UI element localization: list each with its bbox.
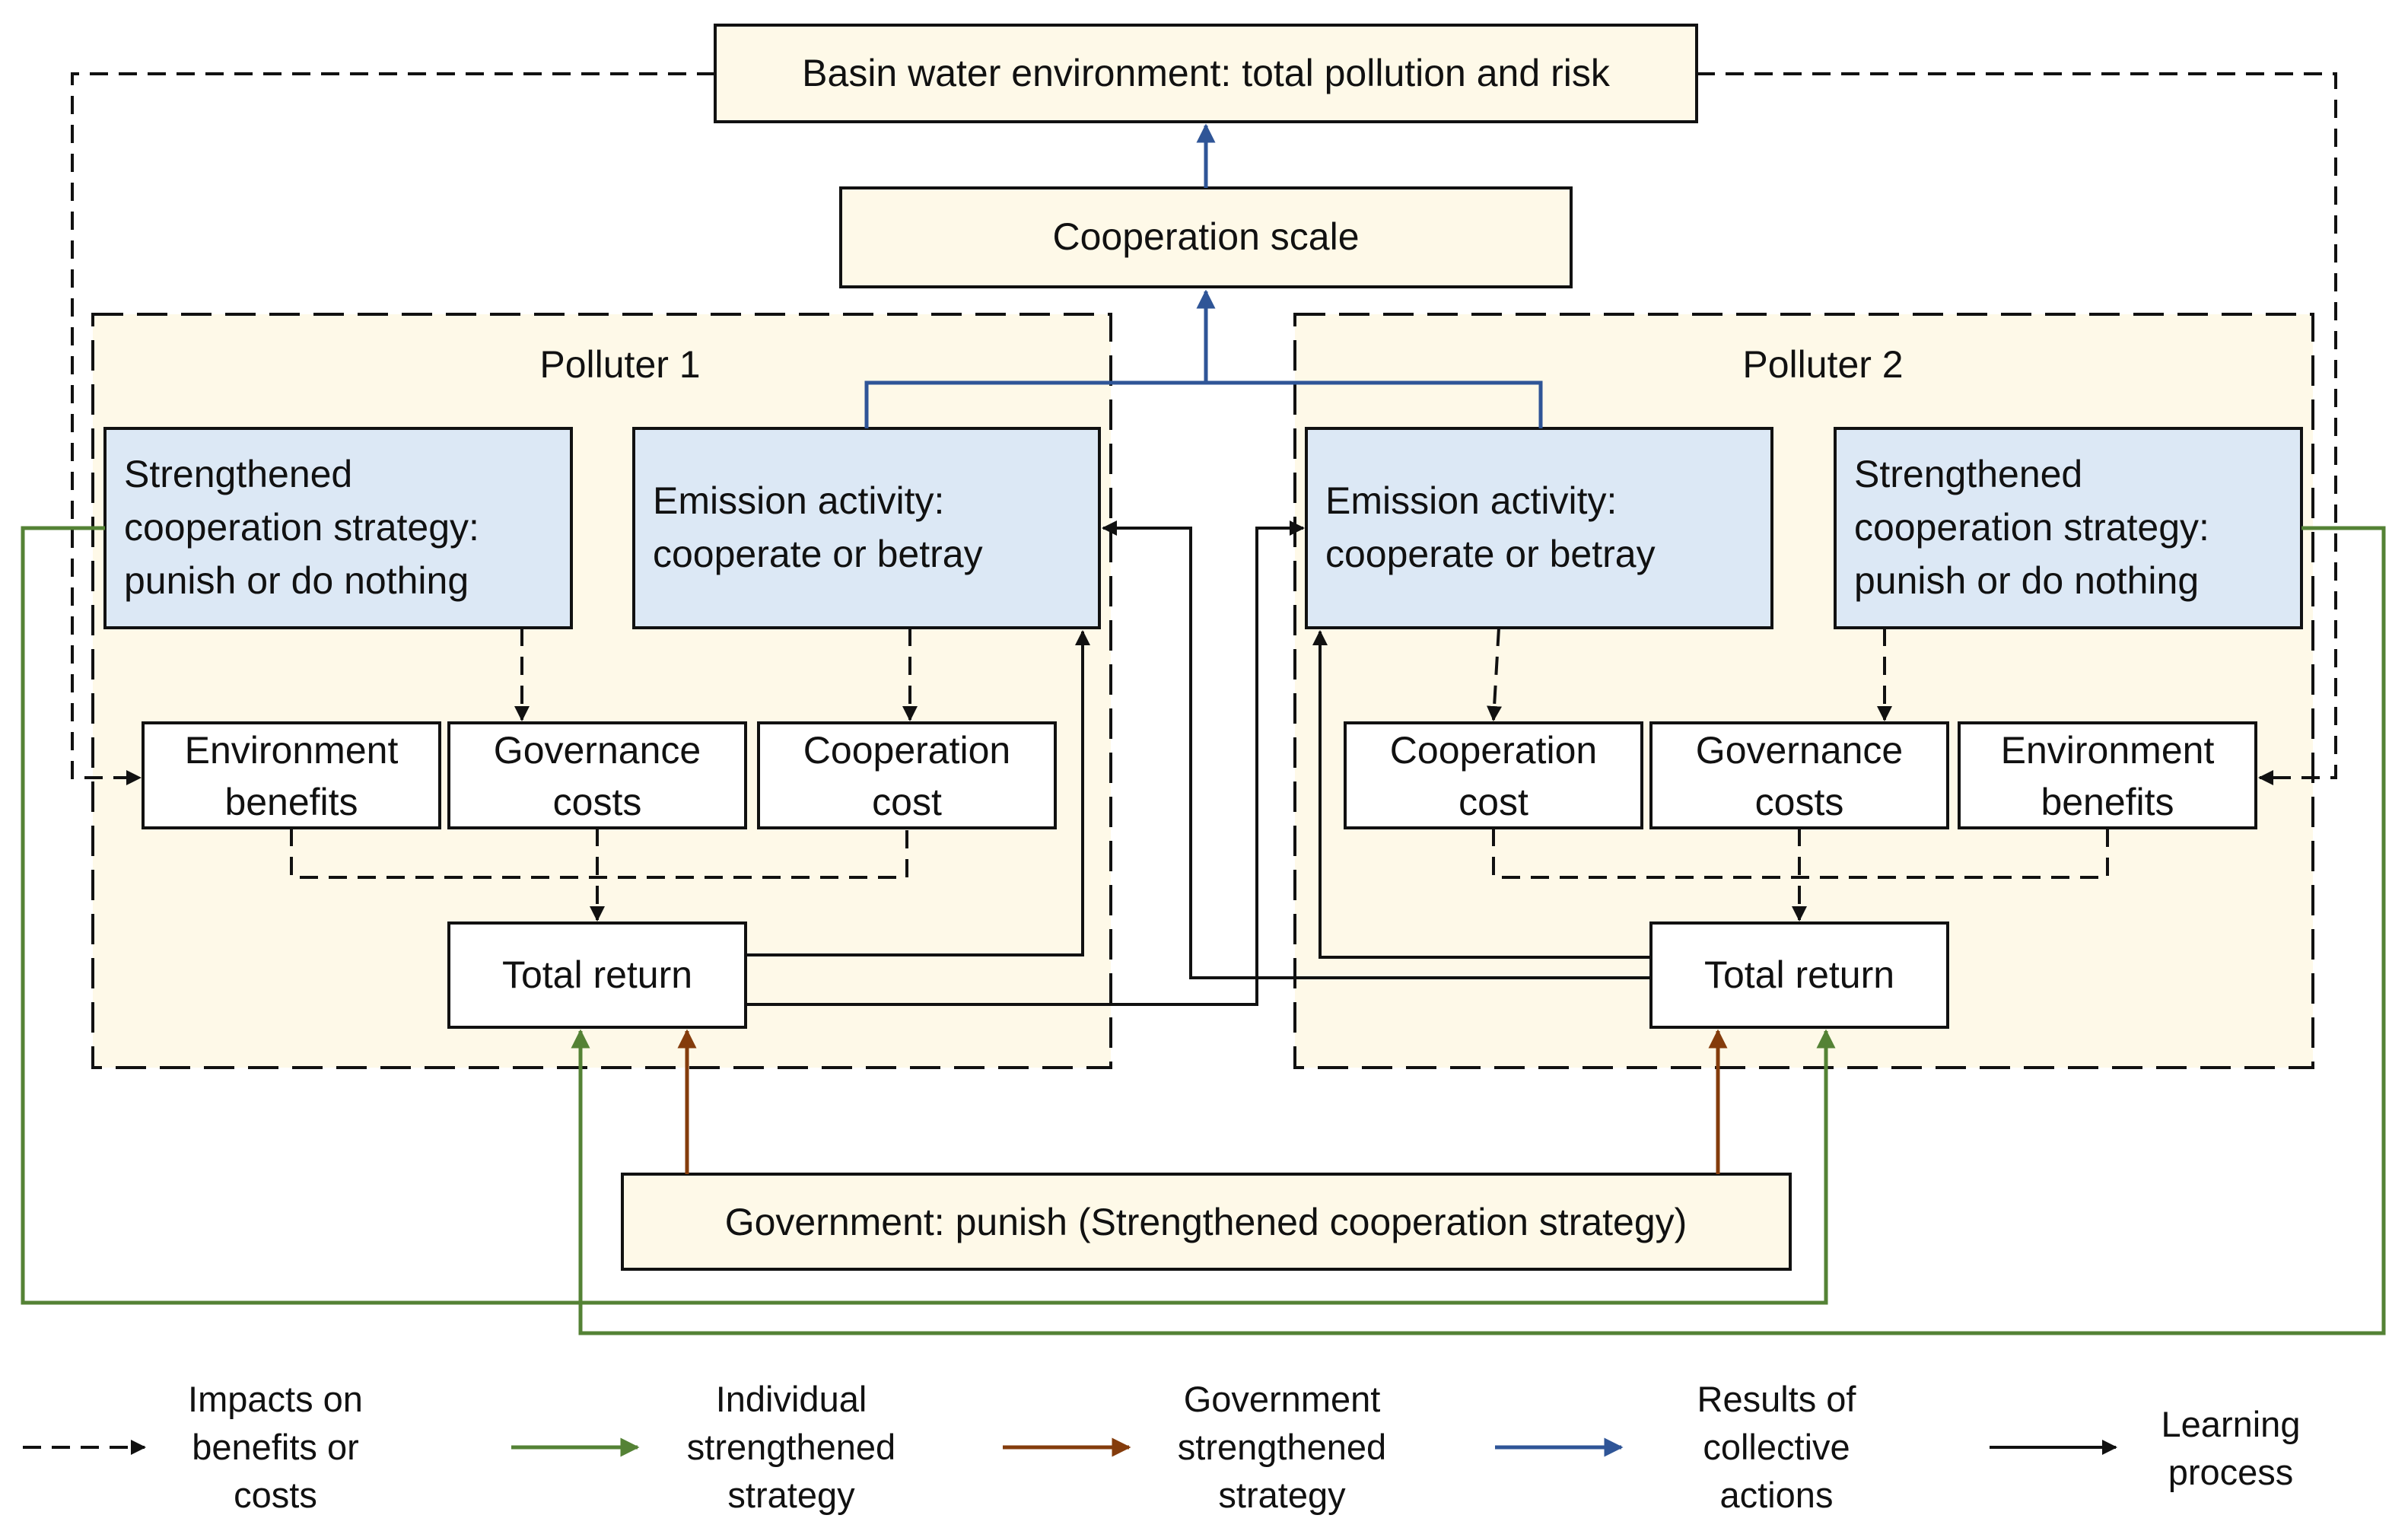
p2-strategy-to-p1-return-arrow (571, 526, 2386, 1335)
p2-emission-to-coop-cost-arrow (1487, 627, 1503, 721)
individual-strategy-arrows (21, 526, 2386, 1335)
legend-impacts-line-1: Impacts on (188, 1379, 363, 1419)
polluter-2-coop-cost-line-1: Cooperation (1390, 729, 1597, 772)
p2-return-to-p2-emission-arrow (1312, 630, 1651, 959)
polluter-2-strategy-line-3: punish or do nothing (1854, 559, 2199, 602)
polluter-2-emission-line-2: cooperate or betray (1325, 533, 1656, 575)
polluter-2-strategy-line-2: cooperation strategy: (1854, 506, 2209, 549)
polluter-1-env-benefits-line-2: benefits (224, 781, 358, 823)
legend-item-government: Government strengthened strategy (1003, 1379, 1386, 1515)
legend-individual-line-1: Individual (716, 1379, 867, 1419)
polluter-2-coop-cost-box: Cooperation cost (1344, 721, 1643, 829)
polluter-2-total-return-box: Total return (1649, 921, 1949, 1029)
polluter-1-coop-cost-line-1: Cooperation (803, 729, 1010, 772)
polluter-2-emission-line-1: Emission activity: (1325, 479, 1617, 522)
legend-item-impacts: Impacts on benefits or costs (23, 1379, 363, 1515)
government-label: Government: punish (Strengthened coopera… (725, 1201, 1688, 1243)
polluter-2-env-benefits-box: Environment benefits (1958, 721, 2257, 829)
legend-impacts-line-2: benefits or (192, 1427, 358, 1467)
learning-arrows (746, 520, 1651, 1006)
polluter-1-emission-box: Emission activity: cooperate or betray (632, 427, 1101, 629)
legend-collective-line-2: collective (1703, 1427, 1850, 1467)
cooperation-scale-label: Cooperation scale (1052, 215, 1359, 258)
government-box: Government: punish (Strengthened coopera… (621, 1173, 1792, 1271)
p2-return-to-p1-emission-arrow (1102, 520, 1651, 979)
basin-environment-box: Basin water environment: total pollution… (714, 24, 1698, 123)
collective-results-arrows (864, 123, 1543, 428)
polluter-2-env-benefits-line-2: benefits (2041, 781, 2174, 823)
emissions-to-scale-arrow (864, 291, 1543, 428)
legend-individual-line-3: strategy (727, 1475, 855, 1515)
legend-item-learning: Learning process (1990, 1404, 2300, 1492)
legend: Impacts on benefits or costs Individual … (23, 1379, 2300, 1515)
legend-individual-line-2: strengthened (687, 1427, 895, 1467)
p1-costs-to-total-return-arrow (290, 828, 908, 920)
polluter-2-gov-costs-line-1: Governance (1696, 729, 1903, 772)
basin-to-p2-env-arrow (1697, 72, 2337, 785)
legend-item-collective: Results of collective actions (1495, 1379, 1856, 1515)
polluter-1-strategy-box: Strengthened cooperation strategy: punis… (103, 427, 573, 629)
legend-government-line-3: strategy (1218, 1475, 1346, 1515)
basin-to-p1-env-arrow (71, 72, 715, 785)
polluter-2-coop-cost-line-2: cost (1458, 781, 1528, 823)
legend-learning-line-1: Learning (2161, 1404, 2301, 1444)
legend-impacts-line-3: costs (234, 1475, 317, 1515)
government-strategy-arrows (677, 1029, 1728, 1174)
impact-arrows (71, 72, 2337, 920)
basin-environment-label: Basin water environment: total pollution… (802, 52, 1611, 94)
polluter-1-emission-line-1: Emission activity: (653, 479, 944, 522)
legend-collective-line-1: Results of (1697, 1379, 1857, 1419)
polluter-1-coop-cost-line-2: cost (872, 781, 942, 823)
polluter-1-title: Polluter 1 (539, 343, 700, 386)
polluter-1-env-benefits-box: Environment benefits (142, 721, 441, 829)
polluter-1-gov-costs-line-2: costs (553, 781, 642, 823)
polluter-2-title: Polluter 2 (1742, 343, 1903, 386)
legend-government-line-2: strengthened (1178, 1427, 1386, 1467)
legend-government-line-1: Government (1184, 1379, 1381, 1419)
p1-return-to-p2-emission-arrow (746, 520, 1305, 1006)
polluter-2-total-return-label: Total return (1704, 953, 1894, 996)
polluter-2-strategy-box: Strengthened cooperation strategy: punis… (1834, 427, 2303, 629)
polluter-1-strategy-line-2: cooperation strategy: (124, 506, 479, 549)
polluter-2-gov-costs-line-2: costs (1755, 781, 1844, 823)
p2-costs-to-total-return-arrow (1492, 828, 2109, 920)
cooperation-scale-box: Cooperation scale (839, 186, 1573, 288)
polluter-1-gov-costs-line-1: Governance (494, 729, 701, 772)
polluter-1-strategy-line-3: punish or do nothing (124, 559, 469, 602)
polluter-1-total-return-label: Total return (502, 953, 692, 996)
polluter-1-gov-costs-box: Governance costs (447, 721, 747, 829)
legend-item-individual: Individual strengthened strategy (511, 1379, 895, 1515)
polluter-2-strategy-line-1: Strengthened (1854, 453, 2082, 495)
legend-collective-line-3: actions (1720, 1475, 1834, 1515)
polluter-2-env-benefits-line-1: Environment (2001, 729, 2215, 772)
polluter-1-total-return-box: Total return (447, 921, 747, 1029)
polluter-2-emission-box: Emission activity: cooperate or betray (1305, 427, 1773, 629)
p1-return-to-p1-emission-arrow (746, 630, 1090, 956)
p1-strategy-to-p2-return-arrow (21, 526, 1836, 1305)
polluter-1-env-benefits-line-1: Environment (185, 729, 399, 772)
legend-learning-line-2: process (2168, 1452, 2294, 1492)
polluter-1-emission-line-2: cooperate or betray (653, 533, 983, 575)
polluter-1-strategy-line-1: Strengthened (124, 453, 352, 495)
polluter-1-coop-cost-box: Cooperation cost (757, 721, 1057, 829)
polluter-2-gov-costs-box: Governance costs (1649, 721, 1949, 829)
